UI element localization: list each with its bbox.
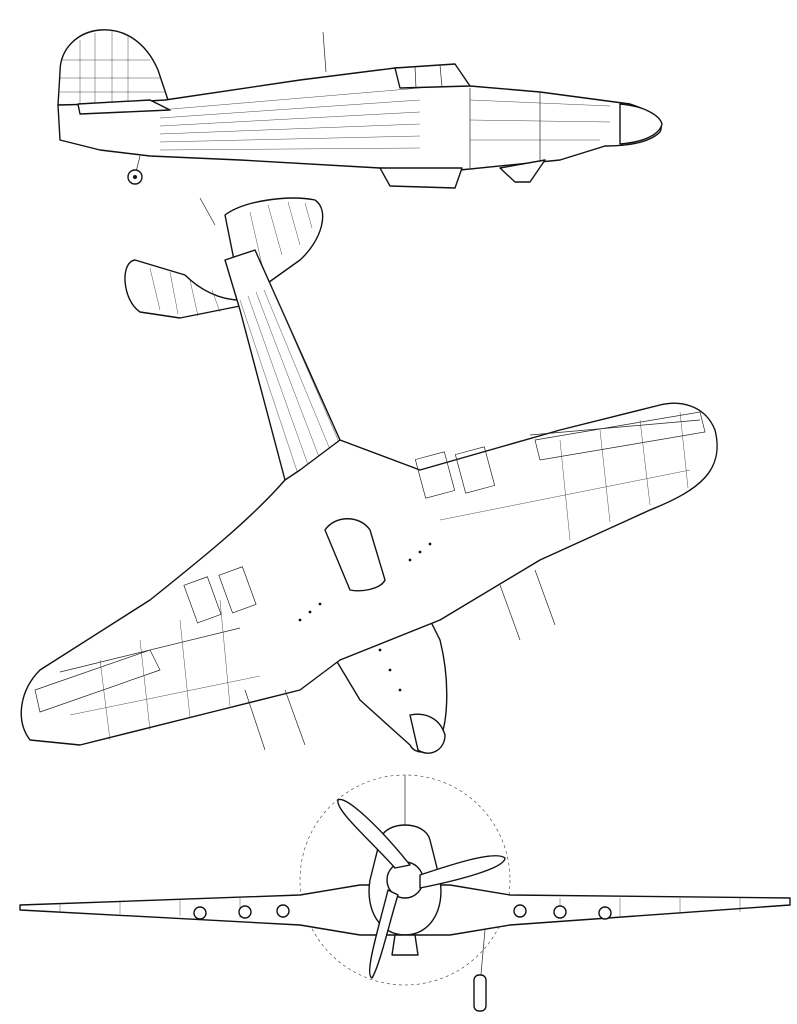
gun-port (513, 904, 527, 918)
main-wheel (473, 974, 487, 1012)
antenna-mast (322, 31, 327, 73)
panel-left-2 (218, 566, 257, 614)
tailplane-left (124, 259, 246, 319)
fuselage-longerons (239, 287, 347, 481)
propeller-blade-3 (368, 889, 399, 979)
panel-left-1 (183, 576, 222, 624)
gun-port (553, 905, 567, 919)
fuselage-stringers (159, 87, 611, 168)
radiator-front (391, 934, 419, 956)
fuselage-side (57, 65, 662, 171)
propeller-blade-2 (419, 855, 506, 889)
panel-right-2 (454, 446, 496, 494)
tailplane-ribs (149, 201, 313, 317)
canopy-side (394, 63, 471, 89)
tailwheel-strut (135, 155, 141, 173)
aileron-right (534, 411, 706, 461)
aileron-left (34, 649, 161, 713)
gun-barrels (244, 569, 556, 751)
spinner-side (619, 103, 663, 145)
radiator-side (499, 159, 546, 183)
gun-port (238, 905, 252, 919)
spinner-plan (409, 713, 446, 754)
wing-root-side (379, 167, 463, 189)
propeller-blade-1 (337, 798, 411, 869)
gun-port (193, 906, 207, 920)
front-view (19, 774, 791, 1012)
gun-port (598, 906, 612, 920)
rudder-ribs (60, 31, 165, 104)
canopy-plan (324, 518, 386, 592)
rudder-tip (199, 197, 216, 226)
tailplane-side (77, 99, 171, 115)
rivets (298, 542, 432, 692)
panel-right-1 (414, 451, 456, 499)
plan-view (20, 197, 718, 754)
side-view (57, 29, 663, 189)
tail-fin (57, 29, 169, 107)
gun-port (276, 904, 290, 918)
